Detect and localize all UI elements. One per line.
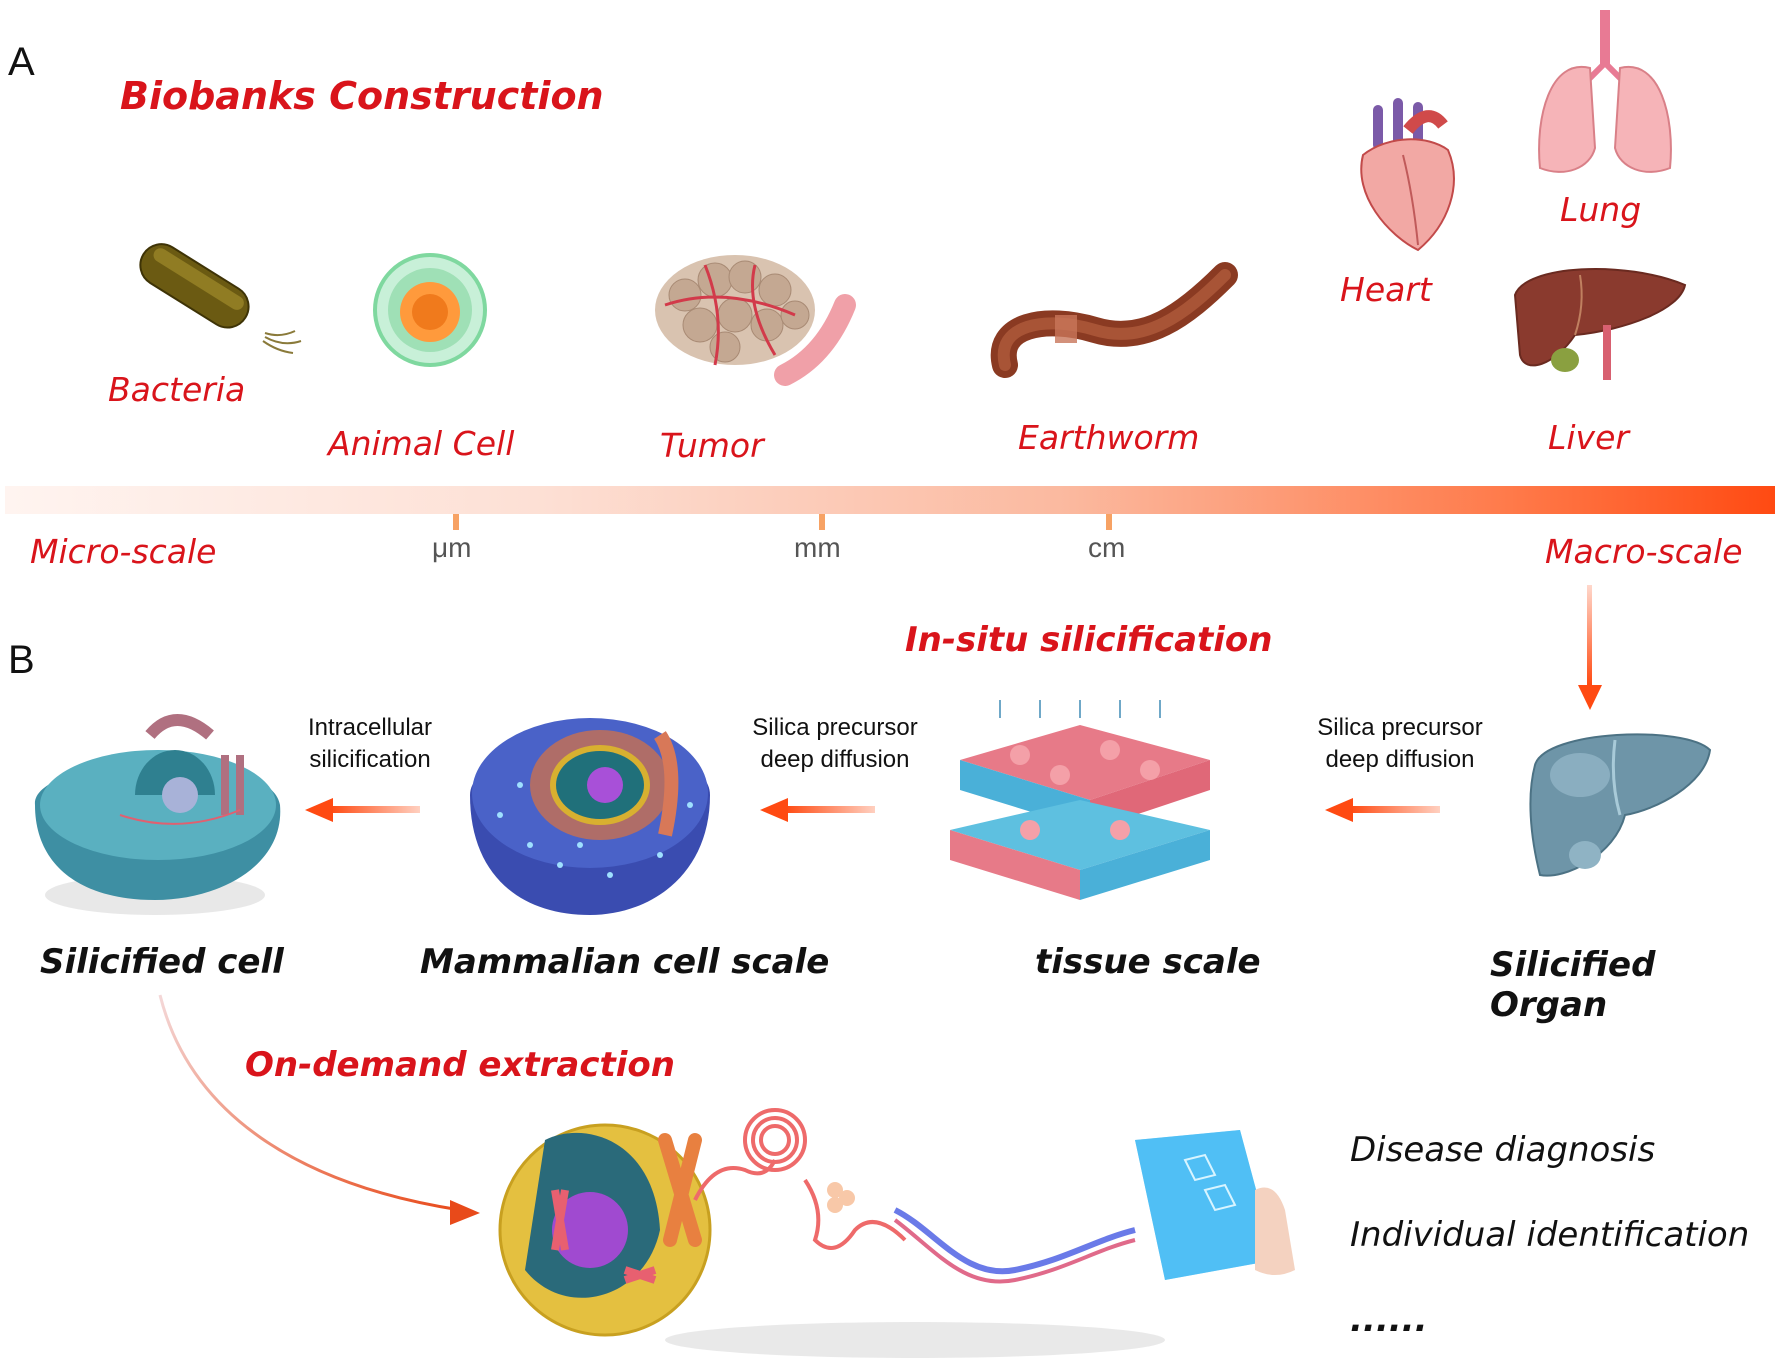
stage-silicified-organ-label: Silicified Organ [1490,945,1656,1025]
stage-mammalian-cell-label: Mammalian cell scale [420,942,830,982]
on-demand-extraction-title: On-demand extraction [245,1045,675,1085]
liver-label: Liver [1548,418,1629,457]
down-arrow-icon [1578,585,1602,710]
liver-icon [1513,268,1687,380]
use-ellipsis: ...... [1350,1300,1428,1340]
unit-mm-label: mm [794,532,841,563]
unit-um-label: μm [432,532,472,563]
step-line-1: Silica precursor [1317,714,1483,741]
left-arrow-icon [305,798,420,822]
extraction-curve-arrow-icon [158,994,480,1225]
step-line-1: Silica precursor [752,714,918,741]
heart-label: Heart [1340,270,1432,309]
tick-um [453,514,459,530]
animal-cell-label: Animal Cell [328,424,515,463]
bacteria-label: Bacteria [108,370,246,409]
extraction-illustration [498,1108,1295,1358]
macro-scale-label: Macro-scale [1545,532,1743,571]
step-line-2: deep diffusion [1325,746,1475,773]
nucleus-icon [498,1123,712,1337]
animal-cell-icon [373,253,487,367]
lung-icon [1538,10,1672,173]
micro-scale-label: Micro-scale [30,532,217,571]
stage-tissue-label: tissue scale [1035,942,1261,982]
step-precursor-diffusion-2: Silica precursor deep diffusion [1290,712,1510,776]
tumor-label: Tumor [660,426,764,465]
use-individual-identification: Individual identification [1350,1215,1750,1255]
unit-cm-label: cm [1088,532,1126,563]
silicified-liver-icon [1529,733,1712,877]
scale-gradient-bar [5,486,1775,514]
mammalian-cell-icon [470,718,710,915]
left-arrow-icon [1325,798,1440,822]
tissue-icon [950,700,1210,900]
left-arrow-icon [760,798,875,822]
panel-a-letter: A [8,40,35,84]
in-situ-silicification-title: In-situ silicification [905,620,1273,660]
heart-icon [1360,98,1455,252]
tick-cm [1106,514,1112,530]
use-disease-diagnosis: Disease diagnosis [1350,1130,1656,1170]
silicified-cell-icon [34,714,281,915]
step-line-2: silicification [309,746,431,773]
step-line-2: deep diffusion [760,746,910,773]
stage-silicified-cell-label: Silicified cell [40,942,284,982]
tick-mm [819,514,825,530]
step-intracellular-silicification: Intracellular silicification [290,712,450,776]
step-line-1: Intracellular [307,714,433,741]
bacteria-icon [139,243,302,354]
step-precursor-diffusion-1: Silica precursor deep diffusion [725,712,945,776]
earthworm-label: Earthworm [1018,418,1200,457]
biobanks-title: Biobanks Construction [120,74,604,118]
tumor-icon [655,255,856,386]
earthworm-icon [990,262,1238,378]
lung-label: Lung [1560,190,1642,229]
panel-b-letter: B [8,638,35,682]
